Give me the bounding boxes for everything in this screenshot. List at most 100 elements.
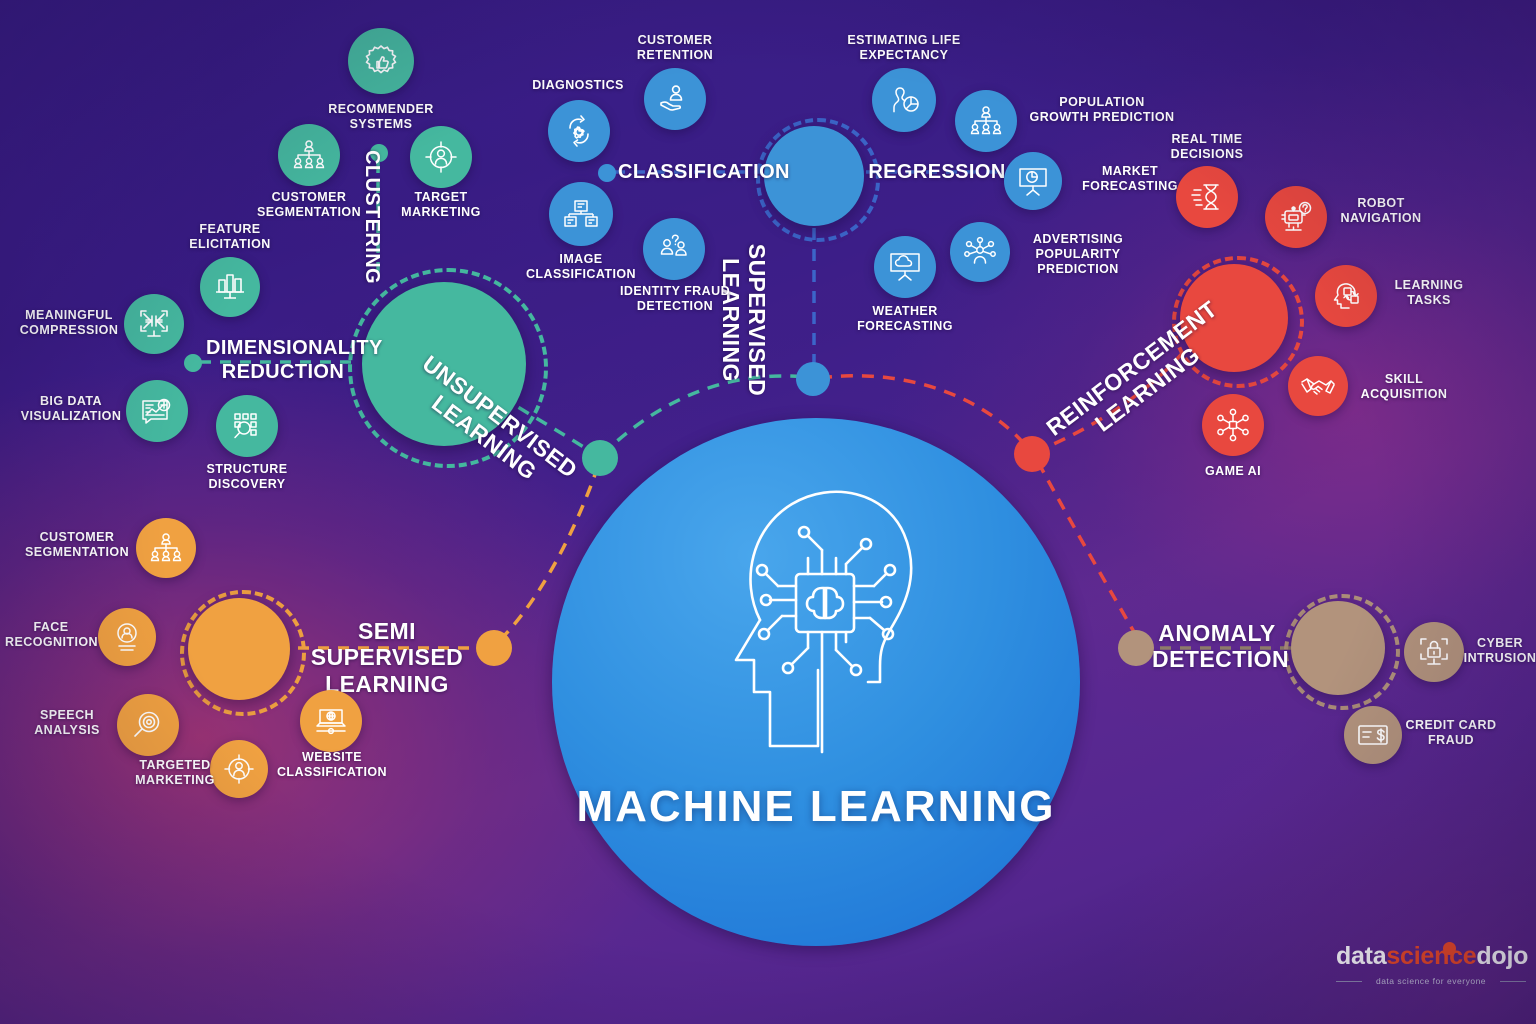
node-label-robot-navigation: ROBOT NAVIGATION (1340, 196, 1422, 225)
machine-learning-center-circle (552, 418, 1080, 946)
org-chart-people-icon (149, 531, 183, 565)
node-structure-discovery[interactable] (216, 395, 278, 457)
subbranch-label-classification: CLASSIFICATION (618, 161, 790, 183)
node-label-big-data-visualization: BIG DATA VISUALIZATION (20, 394, 122, 423)
node-label-face-recognition: FACE RECOGNITION (5, 620, 99, 649)
node-learning-tasks[interactable] (1315, 265, 1377, 327)
monitor-lock-icon (1417, 635, 1451, 669)
node-credit-card-fraud[interactable] (1344, 706, 1402, 764)
node-customer-retention[interactable] (644, 68, 706, 130)
page-title: MACHINE LEARNING (576, 782, 1056, 831)
node-weather-forecasting[interactable] (874, 236, 936, 298)
node-customer-segmentation-semi[interactable] (136, 518, 196, 578)
head-ai-chip-icon (700, 470, 932, 760)
node-label-structure-discovery: STRUCTURE DISCOVERY (206, 462, 288, 491)
supervised-hub[interactable] (764, 126, 864, 226)
branch-label-supervised: SUPERVISED LEARNING (717, 243, 770, 397)
reinforcement-hub-ring (1172, 256, 1304, 388)
laptop-web-icon (314, 704, 348, 738)
robot-icon (1278, 199, 1314, 235)
head-blocks-icon (1329, 279, 1363, 313)
node-identity-fraud-detection[interactable] (643, 218, 705, 280)
node-customer-segmentation-clustering[interactable] (278, 124, 340, 186)
anomaly-connector-dot (1118, 630, 1154, 666)
subbranch-label-regression: REGRESSION (868, 161, 1006, 183)
screens-image-icon (563, 196, 599, 232)
branch-label-anomaly: ANOMALY DETECTION (1152, 620, 1290, 673)
node-label-target-marketing: TARGET MARKETING (401, 190, 481, 219)
node-label-weather-forecasting: WEATHER FORECASTING (857, 304, 953, 333)
supervised-hub-ring (756, 118, 880, 242)
org-chart-people-icon (292, 138, 326, 172)
reinforcement-hub[interactable] (1180, 264, 1288, 372)
node-advertising-popularity-prediction[interactable] (950, 222, 1010, 282)
grid-magnifier-icon (230, 409, 264, 443)
node-label-credit-card-fraud: CREDIT CARD FRAUD (1405, 718, 1497, 747)
presentation-cloud-icon (888, 250, 922, 284)
node-label-cyber-intrusion: CYBER INTRUSION (1463, 636, 1536, 665)
face-id-icon (111, 621, 143, 653)
node-robot-navigation[interactable] (1265, 186, 1327, 248)
person-target-icon (423, 139, 459, 175)
node-label-recommender-systems: RECOMMENDER SYSTEMS (328, 102, 434, 131)
unsupervised-hub-ring (348, 268, 548, 468)
thumbs-up-badge-icon (363, 43, 399, 79)
node-population-growth-prediction[interactable] (955, 90, 1017, 152)
node-meaningful-compression[interactable] (124, 294, 184, 354)
data-dashboard-icon (139, 393, 175, 429)
node-label-customer-retention: CUSTOMER RETENTION (636, 33, 714, 62)
node-website-classification[interactable] (300, 690, 362, 752)
classification-connector-dot (598, 164, 616, 182)
node-label-identity-fraud-detection: IDENTITY FRAUD DETECTION (619, 284, 731, 313)
unsupervised-hub[interactable] (362, 282, 526, 446)
node-label-image-classification: IMAGE CLASSIFICATION (525, 252, 637, 281)
node-speech-analysis[interactable] (117, 694, 179, 756)
node-feature-elicitation[interactable] (200, 257, 260, 317)
node-label-customer-segmentation-clustering: CUSTOMER SEGMENTATION (256, 190, 362, 219)
node-label-customer-segmentation-semi: CUSTOMER SEGMENTATION (24, 530, 130, 559)
semi-supervised-hub-ring (180, 590, 306, 716)
unsupervised-connector-dot (582, 440, 618, 476)
anomaly-hub-ring (1284, 594, 1400, 710)
person-pie-icon (886, 82, 922, 118)
gear-refresh-icon (561, 113, 597, 149)
subbranch-label-dimensionality: DIMENSIONALITY REDUCTION (206, 337, 383, 383)
node-big-data-visualization[interactable] (126, 380, 188, 442)
reinforcement-connector-dot (1014, 436, 1050, 472)
handshake-icon (1300, 368, 1336, 404)
node-target-marketing[interactable] (410, 126, 472, 188)
node-game-ai[interactable] (1202, 394, 1264, 456)
hand-person-icon (657, 81, 693, 117)
magnifier-sound-icon (131, 708, 165, 742)
node-label-population-growth-prediction: POPULATION GROWTH PREDICTION (1029, 95, 1175, 124)
node-cyber-intrusion[interactable] (1404, 622, 1464, 682)
compress-arrows-icon (137, 307, 171, 341)
node-label-meaningful-compression: MEANINGFUL COMPRESSION (19, 308, 119, 337)
org-chart-people-icon (969, 104, 1003, 138)
node-face-recognition[interactable] (98, 608, 156, 666)
anomaly-hub[interactable] (1291, 601, 1385, 695)
node-image-classification[interactable] (549, 182, 613, 246)
node-estimating-life-expectancy[interactable] (872, 68, 936, 132)
node-skill-acquisition[interactable] (1288, 356, 1348, 416)
node-label-speech-analysis: SPEECH ANALYSIS (34, 708, 100, 737)
brand-logo[interactable]: datasciencedojo data science for everyon… (1336, 942, 1528, 986)
node-label-diagnostics: DIAGNOSTICS (532, 78, 624, 92)
node-diagnostics[interactable] (548, 100, 610, 162)
credit-card-icon (1356, 718, 1390, 752)
node-label-website-classification: WEBSITE CLASSIFICATION (276, 750, 388, 779)
node-market-forecasting[interactable] (1004, 152, 1062, 210)
dimensionality-connector-dot (184, 354, 202, 372)
node-label-skill-acquisition: SKILL ACQUISITION (1360, 372, 1448, 401)
subbranch-label-clustering: CLUSTERING (361, 150, 383, 284)
node-recommender-systems[interactable] (348, 28, 414, 94)
bar-chart-monitor-icon (213, 270, 247, 304)
logo-part-data: data (1336, 942, 1387, 970)
person-network-icon (963, 235, 997, 269)
clustering-connector-dot (370, 144, 388, 162)
semi-supervised-hub[interactable] (188, 598, 290, 700)
node-targeted-marketing[interactable] (210, 740, 268, 798)
node-real-time-decisions[interactable] (1176, 166, 1238, 228)
people-question-icon (656, 231, 692, 267)
